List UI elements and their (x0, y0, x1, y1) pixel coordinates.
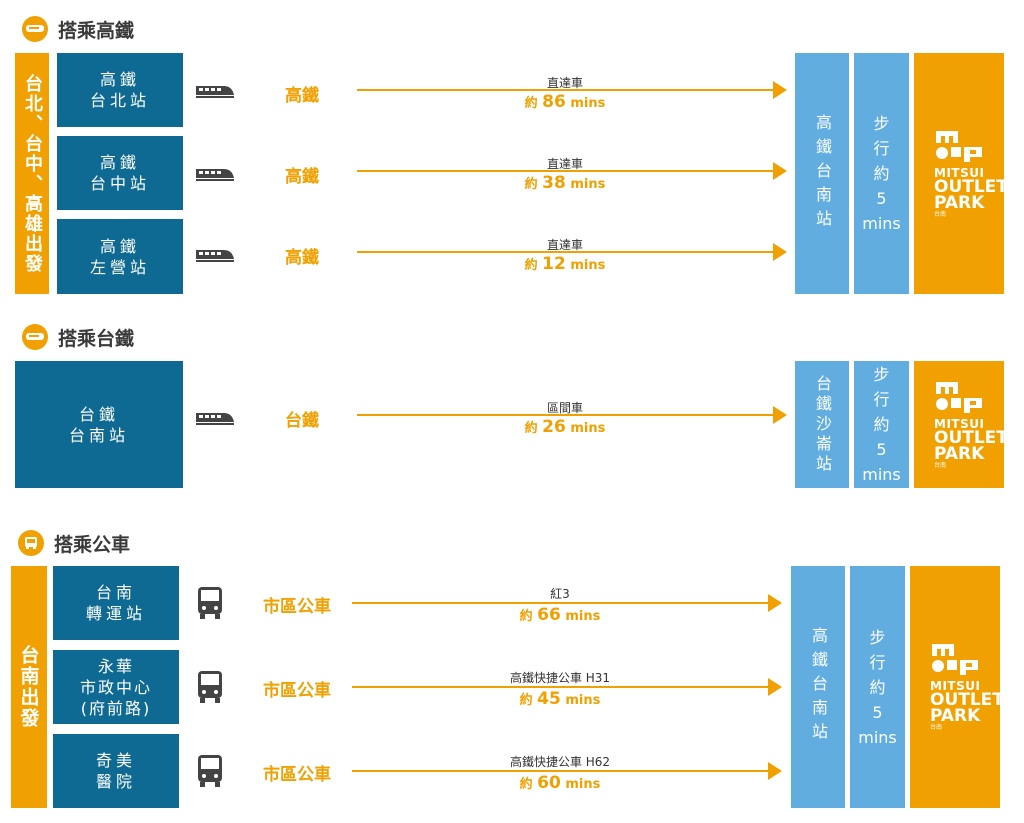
mode-label: 市區公車 (263, 596, 331, 617)
mitsui-outlet-park-logo: MITSUI OUTLET PARK 台南 (914, 361, 1008, 488)
route-label: 高鐵快捷公車 H31 (509, 671, 611, 685)
destination-station: 高鐵台南站 (791, 566, 845, 808)
arrow-line (352, 686, 768, 688)
time-label: 約 38 mins (524, 173, 606, 193)
arrow-head-icon (773, 81, 787, 99)
mode-label: 高鐵 (285, 166, 319, 187)
arrow-head-icon (773, 243, 787, 261)
train-icon (196, 83, 234, 103)
destination-station: 台鐵沙崙站 (795, 361, 849, 488)
station-box: 高鐵 台北站 (57, 53, 183, 127)
origin-label-hsr: 台北、台中、高雄出發 (15, 53, 49, 294)
mitsui-outlet-park-logo: MITSUI OUTLET PARK 台南 (910, 566, 1004, 808)
route-label: 高鐵快捷公車 H62 (509, 755, 611, 769)
mode-label: 市區公車 (263, 764, 331, 785)
route-label: 直達車 (546, 76, 583, 90)
arrow-head-icon (768, 594, 782, 612)
mode-label: 市區公車 (263, 680, 331, 701)
route-label: 區間車 (546, 401, 583, 415)
arrow-line (352, 770, 768, 772)
mode-label: 高鐵 (285, 247, 319, 268)
station-box: 台南 轉運站 (53, 566, 179, 640)
section-title-bus: 搭乘公車 (18, 528, 130, 558)
arrow-line (352, 602, 768, 604)
route-label: 紅3 (550, 587, 570, 601)
train-icon (196, 410, 234, 430)
destination-station: 高鐵台南站 (795, 53, 849, 294)
mode-label: 高鐵 (285, 85, 319, 106)
arrow-head-icon (768, 678, 782, 696)
route-label: 直達車 (546, 238, 583, 252)
origin-label-bus: 台南出發 (11, 566, 47, 808)
arrow-line (357, 89, 773, 91)
mop-logo-icon (936, 130, 982, 162)
mode-label: 台鐵 (285, 410, 319, 431)
section-title-hsr: 搭乘高鐵 (22, 14, 134, 44)
bus-icon (197, 586, 223, 624)
station-box: 奇美 醫院 (53, 734, 179, 808)
bus-icon (197, 670, 223, 708)
time-label: 約 26 mins (524, 417, 606, 437)
time-label: 約 86 mins (524, 92, 606, 112)
arrow-head-icon (768, 762, 782, 780)
station-box: 永華 市政中心 (府前路) (53, 650, 179, 724)
bus-icon (197, 754, 223, 792)
time-label: 約 12 mins (524, 254, 606, 274)
station-box: 高鐵 左營站 (57, 219, 183, 294)
train-icon (22, 16, 48, 42)
station-box: 高鐵 台中站 (57, 136, 183, 210)
station-box: 台鐵 台南站 (15, 361, 183, 488)
arrow-line (357, 251, 773, 253)
train-icon (196, 166, 234, 186)
bus-icon (18, 530, 44, 556)
time-label: 約 45 mins (519, 689, 601, 709)
arrow-line (357, 170, 773, 172)
train-icon (196, 247, 234, 267)
arrow-head-icon (773, 406, 787, 424)
time-label: 約 60 mins (519, 773, 601, 793)
section-title-tra: 搭乘台鐵 (22, 322, 134, 352)
mop-logo-icon (932, 644, 978, 675)
time-label: 約 66 mins (519, 605, 601, 625)
mitsui-outlet-park-logo: MITSUI OUTLET PARK 台南 (914, 53, 1008, 294)
mop-logo-icon (936, 381, 982, 413)
arrow-line (357, 414, 773, 416)
arrow-head-icon (773, 162, 787, 180)
train-icon (22, 324, 48, 350)
route-label: 直達車 (546, 157, 583, 171)
